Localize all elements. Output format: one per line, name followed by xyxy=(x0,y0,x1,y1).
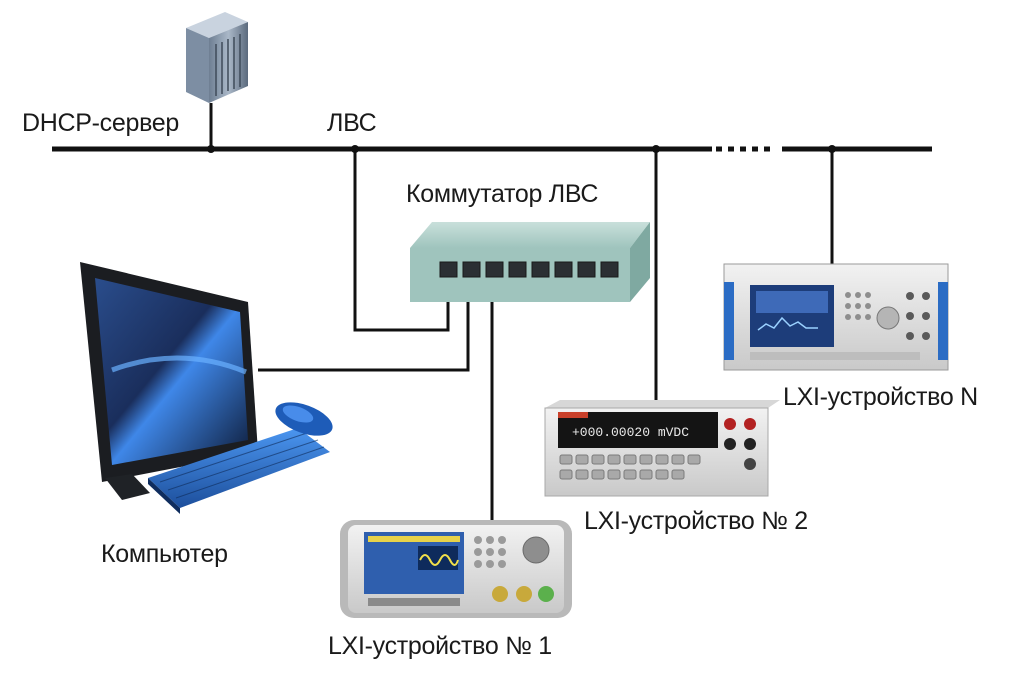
switch-icon xyxy=(410,222,650,302)
keyboard-icon xyxy=(148,428,330,514)
server-icon xyxy=(186,12,248,103)
dhcp-server-label: DHCP-сервер xyxy=(22,109,179,137)
function-generator-icon xyxy=(340,520,572,618)
computer-label: Компьютер xyxy=(101,540,228,568)
signal-analyzer-icon xyxy=(723,263,949,371)
device-2-label: LXI-устройство № 2 xyxy=(584,507,808,535)
lan-label: ЛВС xyxy=(327,109,377,137)
multimeter-display-text: +000.00020 mVDC xyxy=(572,425,689,440)
switch-ports xyxy=(439,261,619,278)
mouse-icon xyxy=(275,402,333,436)
multimeter-icon: +000.00020 mVDC xyxy=(544,400,780,497)
device-1-label: LXI-устройство № 1 xyxy=(328,632,552,660)
device-n-label: LXI-устройство N xyxy=(783,383,978,411)
connection-wires xyxy=(209,103,834,525)
switch-label: Коммутатор ЛВС xyxy=(406,180,599,208)
bus-junctions xyxy=(207,145,836,153)
monitor-icon xyxy=(80,262,258,500)
